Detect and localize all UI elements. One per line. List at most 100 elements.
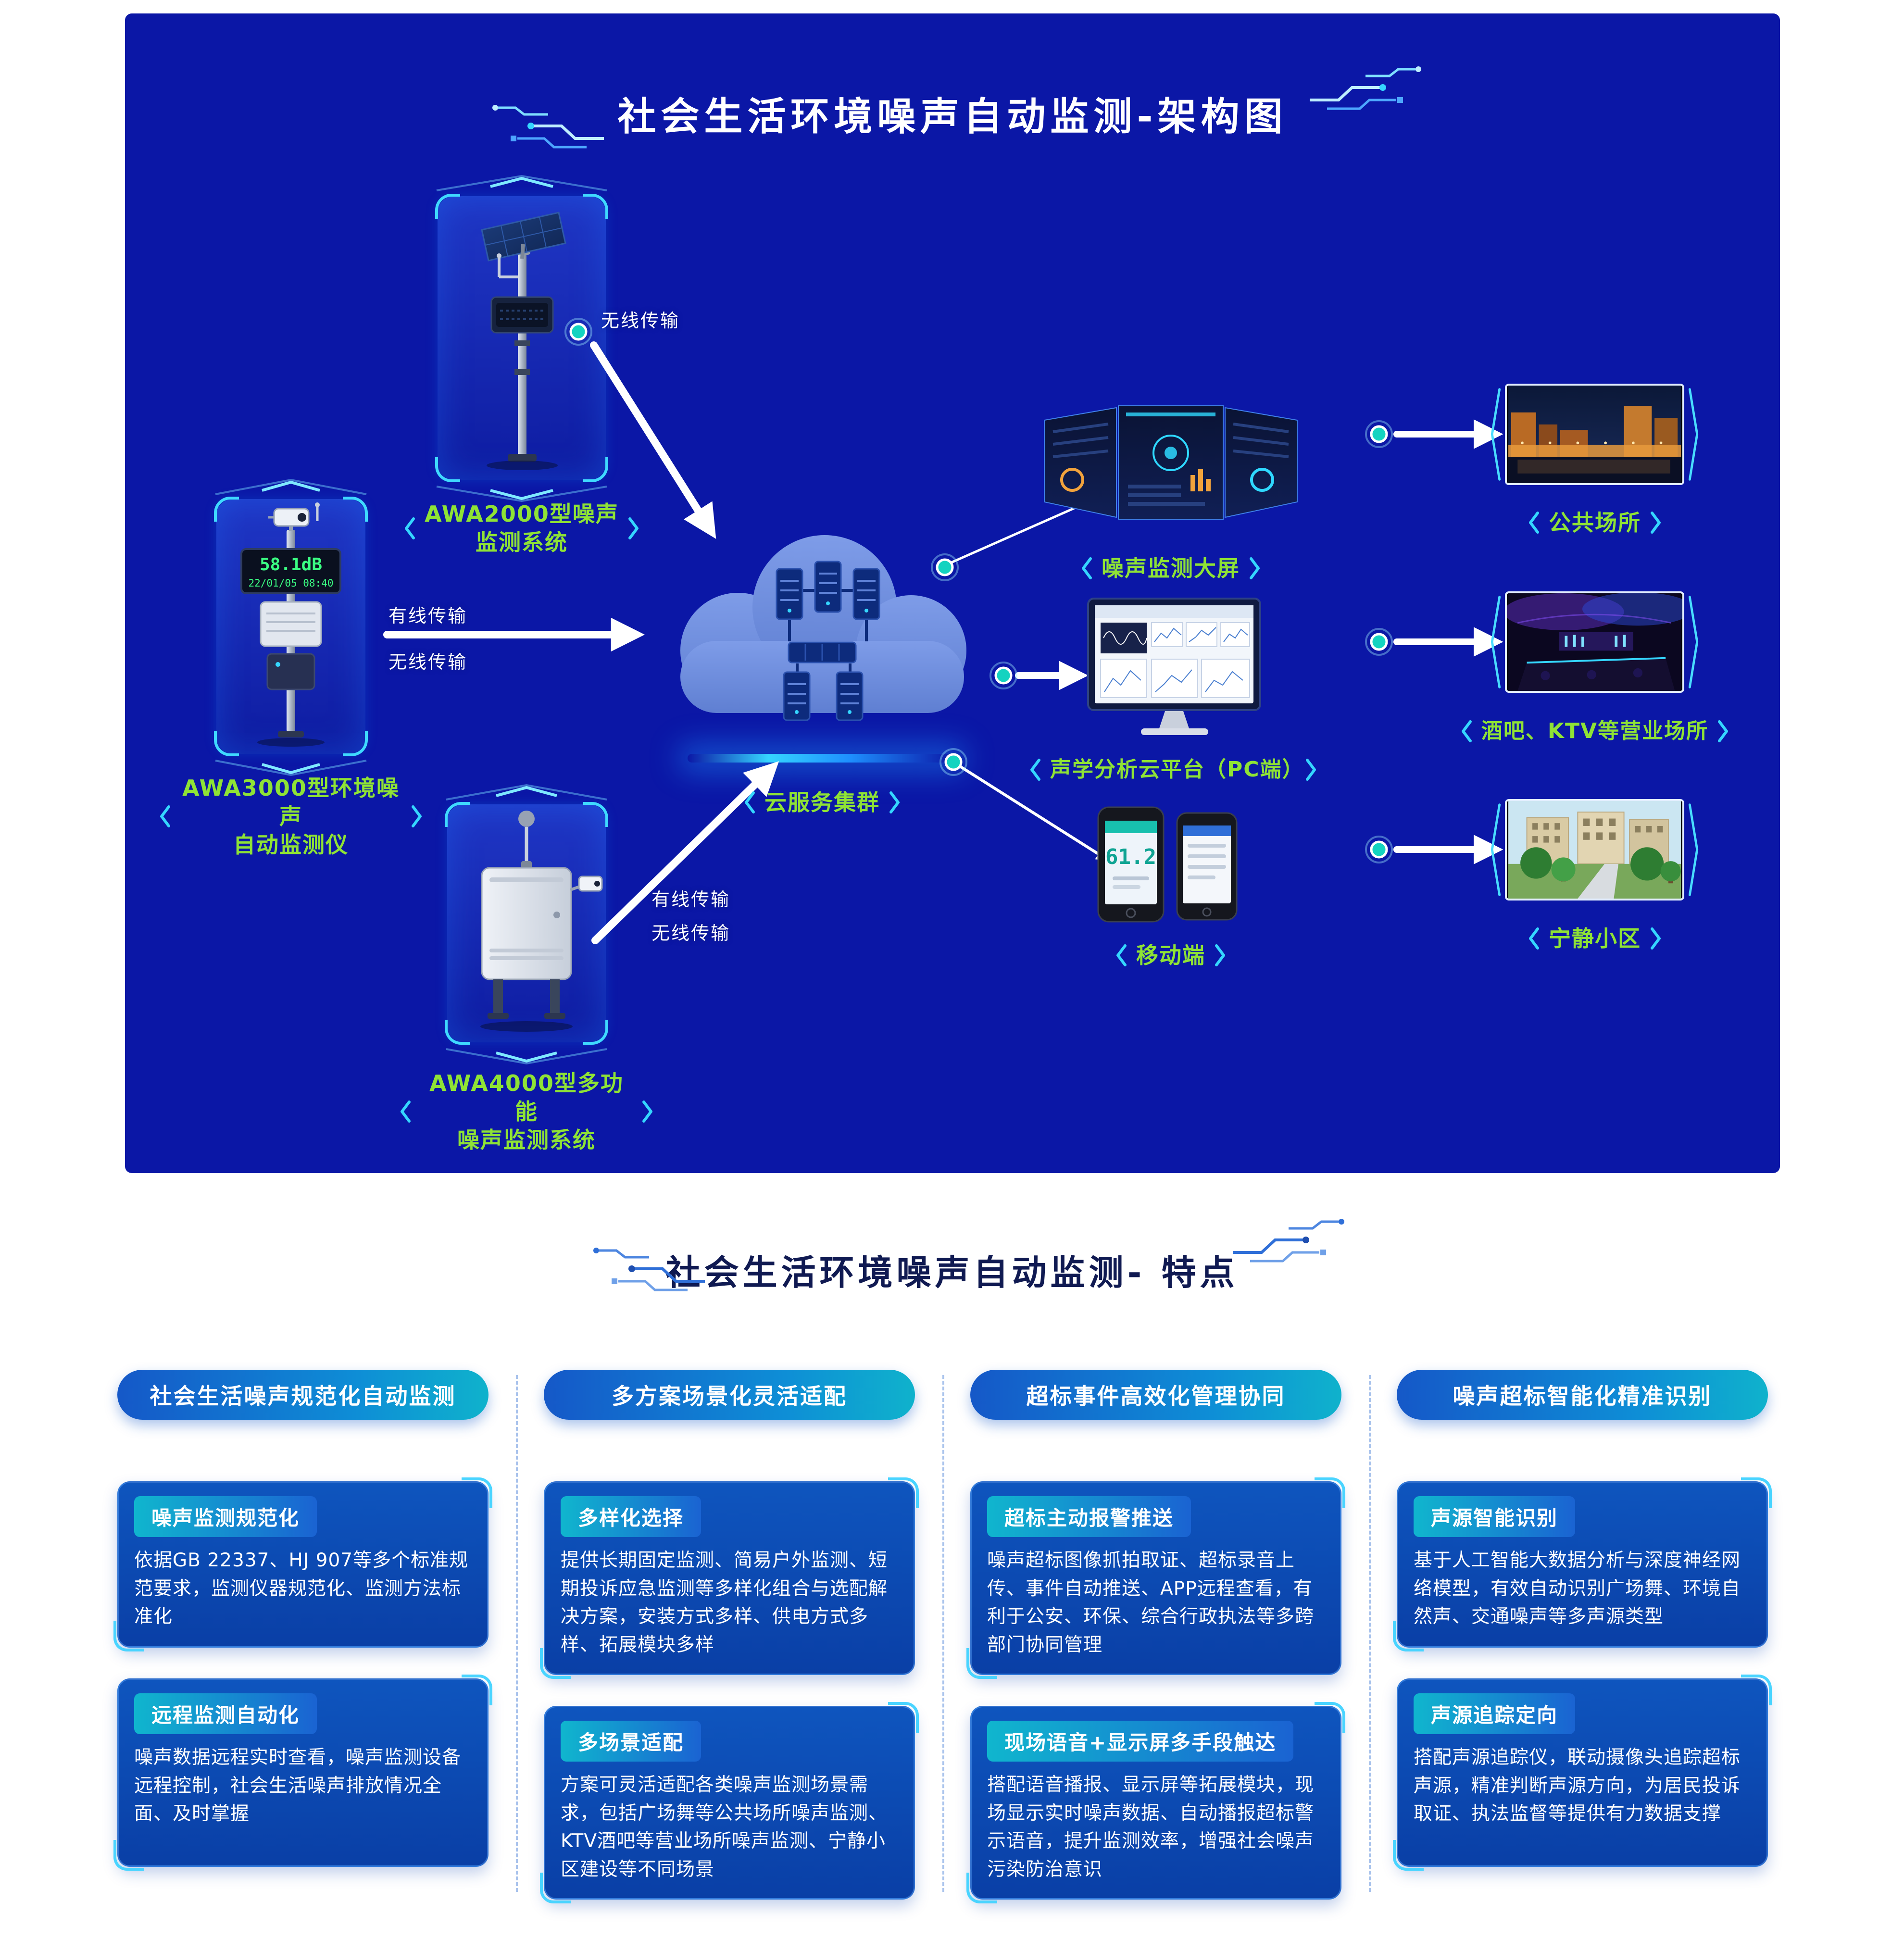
- frame-corner: [583, 194, 608, 219]
- right-chevron-icon: [1651, 512, 1661, 534]
- feature-card: 声源智能识别 基于人工智能大数据分析与深度神经网络模型，有效自动识别广场舞、环境…: [1393, 1477, 1772, 1651]
- awa4000-label-line2: 噪声监测系统: [457, 1126, 596, 1153]
- feature-card: 多场景适配 方案可灵活适配各类噪声监测场景需求，包括广场舞等公共场所噪声监测、K…: [540, 1702, 919, 1903]
- bar-ktv-label: 酒吧、KTV等营业场所: [1446, 718, 1744, 745]
- feature-card: 远程监测自动化 噪声数据远程实时查看，噪声监测设备远程控制，社会生活噪声排放情况…: [113, 1675, 492, 1871]
- awa3000-label: AWA3000型环境噪声 自动监测仪: [159, 774, 423, 859]
- wireless-transmission-label: 无线传输: [651, 923, 731, 944]
- feature-card-body: 基于人工智能大数据分析与深度神经网络模型，有效自动识别广场舞、环境自然声、交通噪…: [1414, 1550, 1741, 1627]
- right-chevron-icon: [1215, 944, 1225, 967]
- left-chevron-icon: [745, 791, 755, 814]
- feature-column-header: 社会生活噪声规范化自动监测: [117, 1370, 489, 1420]
- circuit-decoration-icon: [1310, 66, 1421, 110]
- feature-card-title: 远程监测自动化: [134, 1693, 317, 1734]
- awa2000-device-frame: [435, 194, 608, 482]
- left-chevron-icon: [1529, 512, 1539, 534]
- right-chevron-icon: [1306, 759, 1316, 781]
- column-divider: [1369, 1375, 1371, 1892]
- phone-noise-value: 61.2: [1105, 845, 1156, 869]
- frame-corner: [343, 731, 368, 756]
- feature-card: 现场语音+显示屏多手段触达 搭配语音播报、显示屏等拓展模块，现场显示实时噪声数据…: [966, 1702, 1345, 1903]
- photo-bracket-icon: [1491, 596, 1501, 688]
- left-chevron-icon: [1461, 720, 1472, 743]
- feature-card: 噪声监测规范化 依据GB 22337、HJ 907等多个标准规范要求，监测仪器规…: [113, 1477, 492, 1651]
- features-title: 社会生活环境噪声自动监测- 特点: [665, 1252, 1239, 1293]
- big-screen-illustration: [1044, 405, 1298, 520]
- residential-photo: [1491, 799, 1699, 900]
- cloud-glow-platform: [688, 754, 957, 763]
- frame-corner: [583, 1020, 608, 1045]
- frame-ornament-icon: [446, 1048, 607, 1065]
- feature-card-body: 搭配声源追踪仪，联动摄像头追踪超标声源，精准判断声源方向，为居民投诉取证、执法监…: [1414, 1747, 1741, 1825]
- circuit-decoration-icon: [492, 105, 604, 149]
- mobile-phones-illustration: 61.2: [1097, 806, 1238, 923]
- feature-card: 超标主动报警推送 噪声超标图像抓拍取证、超标录音上传、事件自动推送、APP远程查…: [966, 1477, 1345, 1679]
- feature-card: 多样化选择 提供长期固定监测、简易户外监测、短期投诉应急监测等多样化组合与选配解…: [540, 1477, 919, 1679]
- right-chevron-icon: [1250, 557, 1260, 580]
- left-chevron-icon: [401, 1101, 411, 1123]
- left-chevron-icon: [1529, 927, 1539, 950]
- column-divider: [516, 1375, 518, 1892]
- left-chevron-icon: [1082, 557, 1092, 580]
- residential-label: 宁静小区: [1470, 925, 1720, 953]
- right-chevron-icon: [1718, 720, 1729, 743]
- feature-card-body: 噪声超标图像抓拍取证、超标录音上传、事件自动推送、APP远程查看，有利于公安、环…: [987, 1550, 1315, 1656]
- residential-scene: [1508, 801, 1681, 899]
- awa3000-device-frame: 58.1dB 22/01/05 08:40: [214, 497, 368, 756]
- feature-card-title: 现场语音+显示屏多手段触达: [987, 1721, 1294, 1762]
- cloud-cluster-label: 云服务集群: [726, 788, 918, 817]
- feature-card: 声源追踪定向 搭配声源追踪仪，联动摄像头追踪超标声源，精准判断声源方向，为居民投…: [1393, 1675, 1772, 1871]
- frame-ornament-icon: [215, 760, 367, 776]
- right-chevron-icon: [412, 805, 422, 828]
- public-place-photo: [1491, 384, 1699, 485]
- frame-ornament-icon: [215, 478, 367, 495]
- architecture-title: 社会生活环境噪声自动监测-架构图: [617, 94, 1288, 139]
- feature-card-body: 噪声数据远程实时查看，噪声监测设备远程控制，社会生活噪声排放情况全面、及时掌握: [134, 1747, 462, 1825]
- feature-card-title: 多场景适配: [561, 1721, 701, 1762]
- feature-card-body: 搭配语音播报、显示屏等拓展模块，现场显示实时噪声数据、自动播报超标警示语音，提升…: [987, 1774, 1315, 1880]
- mobile-label: 移动端: [1103, 941, 1238, 970]
- architecture-panel: 社会生活环境噪声自动监测-架构图: [125, 13, 1780, 1173]
- feature-card-title: 噪声监测规范化: [134, 1496, 317, 1537]
- right-chevron-icon: [889, 791, 900, 814]
- features-section: 社会生活环境噪声自动监测- 特点 社会生活噪声规范化自动监测 噪声监测规范化 依…: [0, 1183, 1904, 1947]
- feature-column-header: 超标事件高效化管理协同: [970, 1370, 1341, 1420]
- frame-ornament-icon: [446, 784, 607, 800]
- frame-corner: [214, 731, 239, 756]
- circuit-decoration-icon: [593, 1248, 705, 1291]
- public-place-label: 公共场所: [1470, 509, 1720, 537]
- feature-card-title: 超标主动报警推送: [987, 1496, 1191, 1537]
- awa2000-label: AWA2000型噪声 监测系统: [394, 500, 649, 557]
- wireless-transmission-label: 无线传输: [388, 651, 468, 673]
- pc-monitor-illustration: [1087, 598, 1261, 735]
- frame-corner: [343, 497, 368, 522]
- feature-column-intelligent-recognition: 噪声超标智能化精准识别 声源智能识别 基于人工智能大数据分析与深度神经网络模型，…: [1393, 1370, 1772, 1871]
- feature-column-standardized-monitoring: 社会生活噪声规范化自动监测 噪声监测规范化 依据GB 22337、HJ 907等…: [113, 1370, 492, 1871]
- awa2000-label-line2: 监测系统: [476, 529, 568, 555]
- feature-card-title: 多样化选择: [561, 1496, 701, 1537]
- frame-corner: [435, 457, 460, 482]
- awa3000-display-value: 58.1dB: [260, 555, 322, 575]
- cloud-cluster-illustration: [680, 535, 966, 721]
- frame-ornament-icon: [436, 486, 607, 502]
- left-chevron-icon: [1116, 944, 1127, 967]
- feature-column-flexible-adaptation: 多方案场景化灵活适配 多样化选择 提供长期固定监测、简易户外监测、短期投诉应急监…: [540, 1370, 919, 1903]
- frame-corner: [435, 194, 460, 219]
- bar-ktv-scene: [1507, 593, 1682, 691]
- awa4000-device-frame: [445, 802, 608, 1045]
- awa4000-label-line1: AWA4000型多功能: [429, 1070, 624, 1125]
- awa4000-label: AWA4000型多功能 噪声监测系统: [399, 1069, 654, 1154]
- wireless-transmission-label: 无线传输: [601, 310, 680, 331]
- pc-platform-label: 声学分析云平台（PC端）: [1029, 756, 1317, 783]
- awa3000-device-illustration: 58.1dB 22/01/05 08:40: [240, 502, 341, 747]
- big-screen-label: 噪声监测大屏: [1055, 554, 1286, 583]
- left-chevron-icon: [405, 517, 415, 539]
- right-chevron-icon: [1651, 927, 1661, 950]
- feature-column-efficient-management: 超标事件高效化管理协同 超标主动报警推送 噪声超标图像抓拍取证、超标录音上传、事…: [966, 1370, 1345, 1903]
- left-chevron-icon: [160, 805, 170, 828]
- awa2000-device-illustration: [481, 212, 566, 470]
- photo-bracket-icon: [1491, 803, 1501, 896]
- left-chevron-icon: [1030, 759, 1040, 781]
- feature-column-header: 噪声超标智能化精准识别: [1397, 1370, 1768, 1420]
